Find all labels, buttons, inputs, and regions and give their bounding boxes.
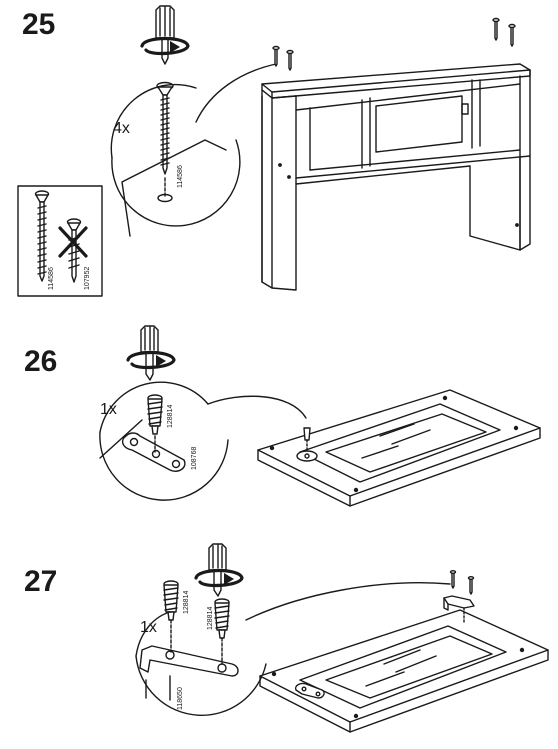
part-code: 107952: [84, 267, 91, 290]
bracket-icon: [139, 645, 239, 677]
mounting-plate-icon: [121, 432, 186, 472]
step-number-27: 27: [24, 565, 58, 598]
rotate-arrow-icon: [140, 36, 190, 56]
quantity-label: 4x: [113, 120, 130, 137]
screw-icon: [272, 17, 516, 71]
part-code: 128814: [207, 607, 214, 630]
part-code: 128814: [183, 591, 190, 614]
part-code: 108768: [191, 447, 198, 470]
part-code: 118650: [177, 687, 184, 710]
detail-magnifier: [110, 63, 277, 237]
step-25-illustration: 4x 114586 114586: [17, 5, 531, 297]
detail-magnifier: [99, 381, 307, 501]
do-not-use-cross-icon: [58, 226, 88, 258]
cam-screw-icon: [147, 394, 163, 435]
screw-comparison-box: 114586 107952: [17, 185, 103, 297]
detail-magnifier: [135, 582, 451, 716]
step-27-illustration: 128814 128814 1x 118650: [135, 543, 549, 733]
rotate-arrow-icon: [126, 350, 176, 370]
part-code: 114586: [177, 165, 184, 188]
part-code: 114586: [48, 267, 55, 290]
screw-icon: [156, 81, 174, 175]
screwdriver-icon: [155, 5, 175, 65]
door-panel: [257, 389, 541, 507]
door-panel: [259, 570, 549, 733]
step-26-illustration: 1x 128814 108768: [99, 325, 541, 507]
cam-screw-icon: [163, 580, 230, 639]
screwdriver-icon: [140, 325, 159, 381]
rotate-arrow-icon: [194, 568, 244, 588]
step-number-25: 25: [22, 8, 56, 41]
screwdriver-icon: [208, 543, 227, 597]
part-code: 128814: [167, 405, 174, 428]
hutch-furniture: [261, 63, 531, 291]
step-number-26: 26: [24, 345, 58, 378]
